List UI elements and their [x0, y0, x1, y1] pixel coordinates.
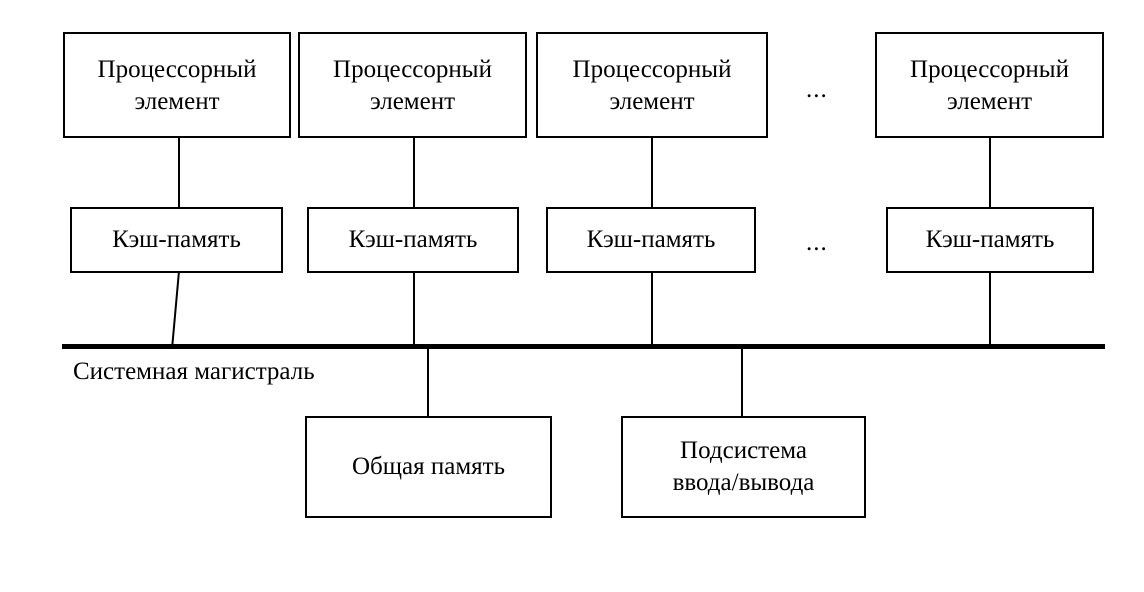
connector-cache3-to-bus [651, 271, 653, 349]
cache-label: Кэш-память [348, 226, 478, 253]
shared-memory-label: Общая память [352, 453, 505, 480]
processor-element-box-1: Процессорный элемент [63, 32, 291, 138]
connector-bus-to-io-subsystem [741, 348, 743, 418]
processor-element-label-line2: элемент [369, 88, 456, 115]
cache-label: Кэш-память [586, 226, 716, 253]
shared-memory-box: Общая память [305, 416, 552, 518]
io-subsystem-label-line1: Подсистема [680, 437, 807, 464]
processor-element-label-line2: элемент [134, 88, 220, 115]
connector-cache1-to-bus [171, 270, 180, 350]
processor-element-label-line1: Процессорный [910, 56, 1069, 83]
connector-pe2-to-cache2 [413, 136, 415, 209]
connector-pe1-to-cache1 [178, 136, 180, 209]
connector-bus-to-shared-memory [427, 348, 429, 418]
ellipsis-caches: ... [806, 229, 828, 256]
processor-element-label-line2: элемент [946, 88, 1033, 115]
connector-pe4-to-cache4 [989, 136, 991, 209]
cache-box-2: Кэш-память [307, 207, 519, 273]
io-subsystem-label-line2: ввода/вывода [672, 469, 815, 496]
cache-box-4: Кэш-память [886, 207, 1094, 273]
processor-element-box-4: Процессорный элемент [875, 32, 1104, 138]
cache-box-1: Кэш-память [70, 207, 283, 273]
cache-box-3: Кэш-память [546, 207, 756, 273]
cache-label: Кэш-память [925, 226, 1055, 253]
cache-label: Кэш-память [112, 226, 241, 253]
processor-element-label-line2: элемент [609, 88, 695, 115]
processor-element-label-line1: Процессорный [333, 56, 492, 83]
system-bus-line [62, 344, 1105, 349]
processor-element-label-line1: Процессорный [572, 56, 732, 83]
system-bus-label: Системная магистраль [73, 358, 315, 385]
processor-element-label-line1: Процессорный [97, 56, 257, 83]
connector-cache2-to-bus [413, 271, 415, 349]
processor-element-box-3: Процессорный элемент [536, 32, 768, 138]
io-subsystem-box: Подсистема ввода/вывода [621, 416, 866, 518]
processor-element-box-2: Процессорный элемент [298, 32, 527, 138]
connector-cache4-to-bus [989, 271, 991, 349]
connector-pe3-to-cache3 [651, 136, 653, 209]
ellipsis-processor-elements: ... [806, 76, 828, 103]
